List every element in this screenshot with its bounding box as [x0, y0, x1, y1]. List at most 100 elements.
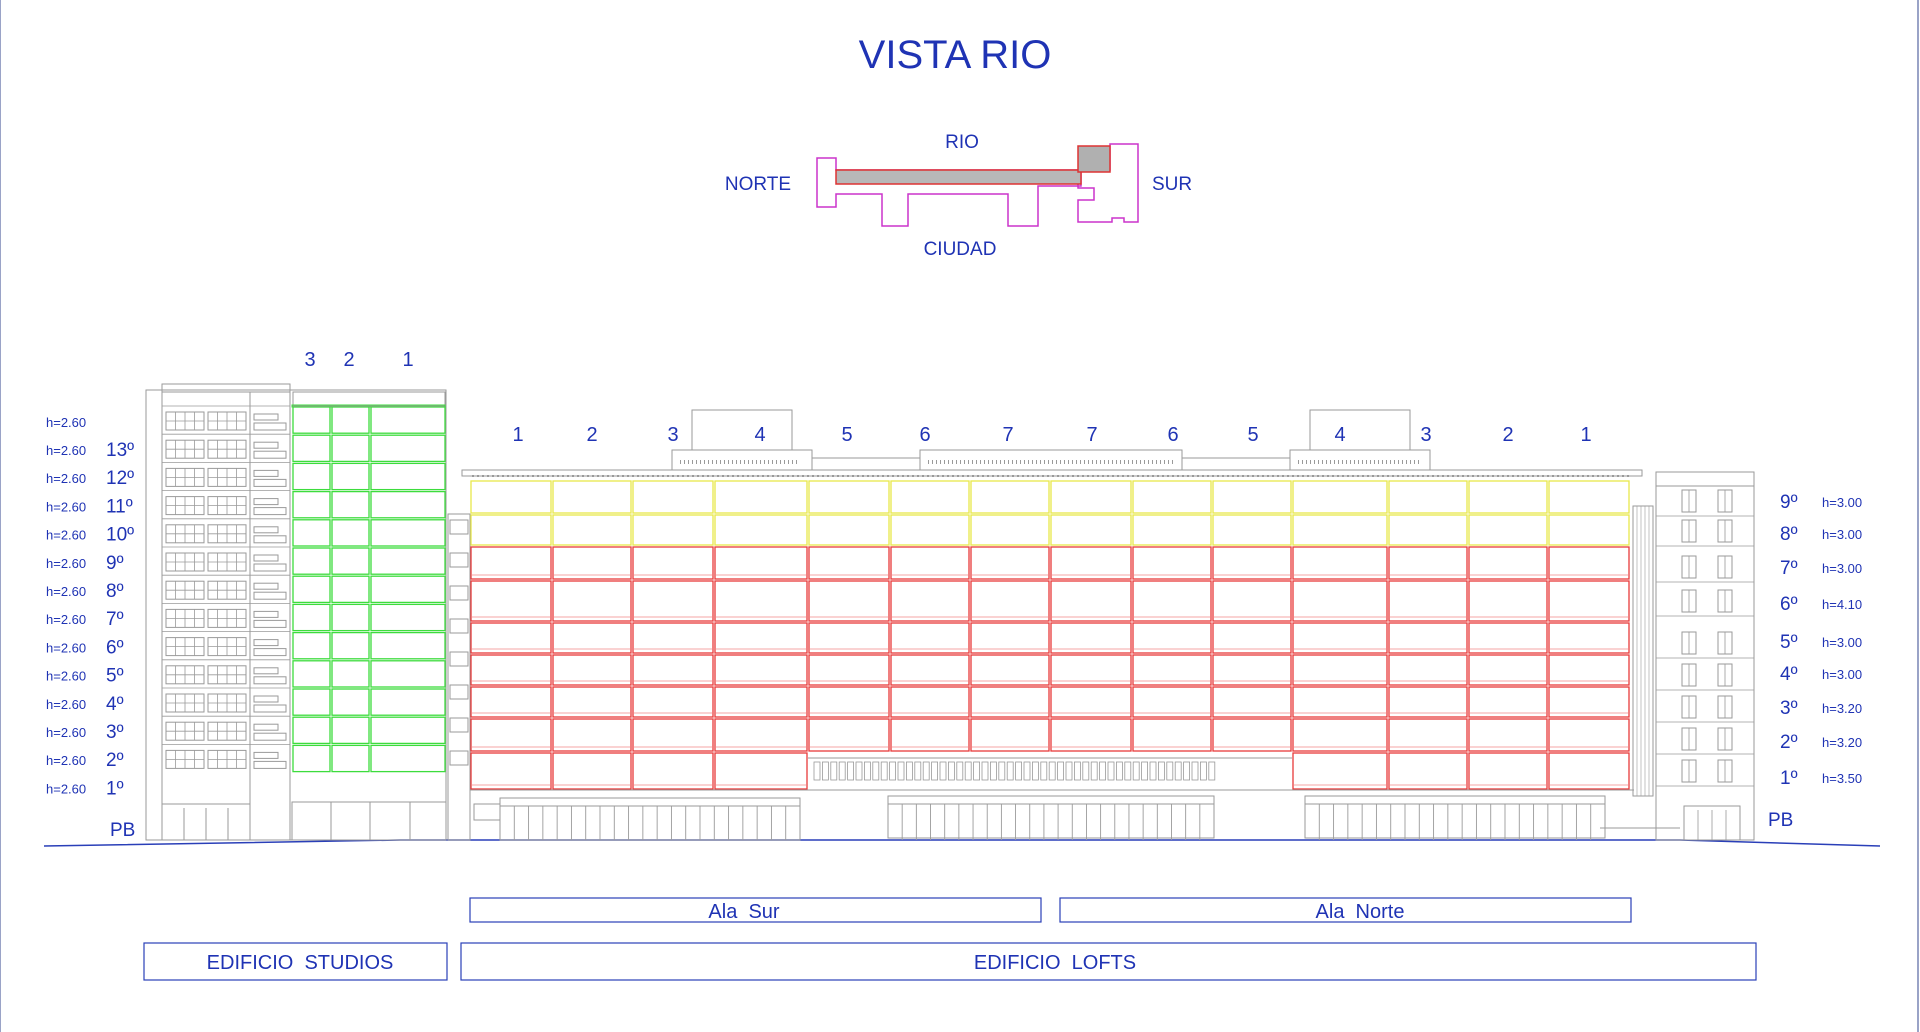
loft-unit: [470, 752, 552, 790]
studios-balcony: [253, 648, 287, 657]
studios-floor-height: h=2.60: [46, 499, 86, 514]
studios-unit: [370, 547, 446, 575]
loft-upper-unit: [1132, 480, 1212, 514]
studios-floor-label: 1º: [106, 778, 124, 799]
lobby-window: [880, 761, 888, 781]
lobby-window: [872, 761, 880, 781]
loft-unit: [1468, 686, 1548, 718]
loft-unit: [970, 622, 1050, 654]
lofts-column-number: 7: [1086, 424, 1097, 446]
studios-floor-height: h=2.60: [46, 781, 86, 796]
loft-upper-unit: [1212, 480, 1292, 514]
lofts-floor-label: 3º: [1780, 698, 1798, 719]
loft-upper-unit: [808, 480, 890, 514]
lobby-window: [1124, 761, 1132, 781]
loft-unit: [714, 580, 808, 622]
loft-upper-unit: [1388, 514, 1468, 546]
studios-floor-label: 11º: [106, 496, 133, 517]
connector-window: [449, 750, 469, 766]
studios-parapet: [161, 383, 291, 393]
studios-unit: [331, 547, 370, 575]
loft-unit: [1548, 546, 1630, 580]
loft-upper-unit: [890, 514, 970, 546]
lofts-building-frame: [460, 942, 1757, 981]
loft-unit: [714, 686, 808, 718]
lobby-window: [1107, 761, 1115, 781]
loft-unit: [470, 718, 552, 752]
loft-unit: [808, 622, 890, 654]
plan-river-facade: [835, 169, 1082, 185]
connector-block: [447, 513, 471, 841]
studios-floor-label: 9º: [106, 553, 124, 574]
studios-balcony: [253, 760, 287, 769]
loft-unit: [1388, 686, 1468, 718]
studios-unit: [331, 688, 370, 716]
plan-outline: [816, 157, 1082, 227]
lobby-window: [1158, 761, 1165, 781]
studios-balcony: [253, 554, 279, 562]
studios-unit: [370, 716, 446, 745]
lofts-column-number: 4: [1334, 424, 1345, 446]
connector-window: [449, 684, 469, 700]
loft-unit: [1132, 546, 1212, 580]
loft-unit: [1050, 654, 1132, 686]
studios-facade: [145, 389, 447, 841]
loft-unit: [632, 654, 714, 686]
studios-balcony: [253, 563, 287, 572]
lobby-window: [973, 761, 980, 781]
loft-unit: [470, 686, 552, 718]
studios-balcony: [253, 610, 279, 618]
loft-upper-unit: [1468, 480, 1548, 514]
loft-unit: [1050, 546, 1132, 580]
loft-unit: [1292, 718, 1388, 752]
loft-unit: [552, 546, 632, 580]
loft-unit: [808, 686, 890, 718]
loft-unit: [808, 654, 890, 686]
lobby-window: [981, 761, 989, 781]
loft-upper-unit: [552, 480, 632, 514]
lofts-side-strip: [1632, 505, 1654, 797]
lobby-window: [931, 761, 938, 781]
loft-unit: [970, 718, 1050, 752]
studios-balcony: [253, 591, 287, 600]
loft-unit: [1548, 654, 1630, 686]
loft-unit: [890, 580, 970, 622]
connector-window: [449, 651, 469, 667]
sheet-border-right: [1917, 0, 1919, 1032]
loft-unit: [808, 546, 890, 580]
studios-balcony: [253, 704, 287, 713]
loft-unit: [552, 752, 632, 790]
studios-balcony: [253, 450, 287, 459]
lofts-floor-height: h=3.00: [1822, 495, 1862, 510]
loft-unit: [1132, 654, 1212, 686]
studios-floor-label: 8º: [106, 581, 124, 602]
lobby-window: [922, 761, 930, 781]
loft-unit: [1548, 622, 1630, 654]
studios-floor-height: h=2.60: [46, 584, 86, 599]
loft-unit: [632, 686, 714, 718]
studios-unit: [331, 519, 370, 547]
studios-balcony: [253, 582, 279, 590]
studios-column-number: 2: [343, 349, 354, 371]
lobby-window: [1090, 761, 1098, 781]
studios-unit: [370, 603, 446, 632]
loft-upper-unit: [1388, 480, 1468, 514]
lobby-window: [1132, 761, 1140, 781]
studios-top-unit: [291, 404, 446, 408]
north-wing-frame: [1059, 897, 1632, 923]
lobby-window: [1065, 761, 1073, 781]
loft-unit: [1050, 580, 1132, 622]
loft-unit: [1292, 622, 1388, 654]
studios-unit: [331, 603, 370, 632]
lobby-window: [1057, 761, 1064, 781]
lofts-floor-height: h=3.50: [1822, 771, 1862, 786]
lobby-window: [1116, 761, 1123, 781]
lobby-window: [897, 761, 905, 781]
loft-upper-unit: [970, 514, 1050, 546]
loft-unit: [714, 752, 808, 790]
loft-unit: [714, 654, 808, 686]
lofts-column-number: 2: [1502, 424, 1513, 446]
lofts-column-number: 5: [841, 424, 852, 446]
